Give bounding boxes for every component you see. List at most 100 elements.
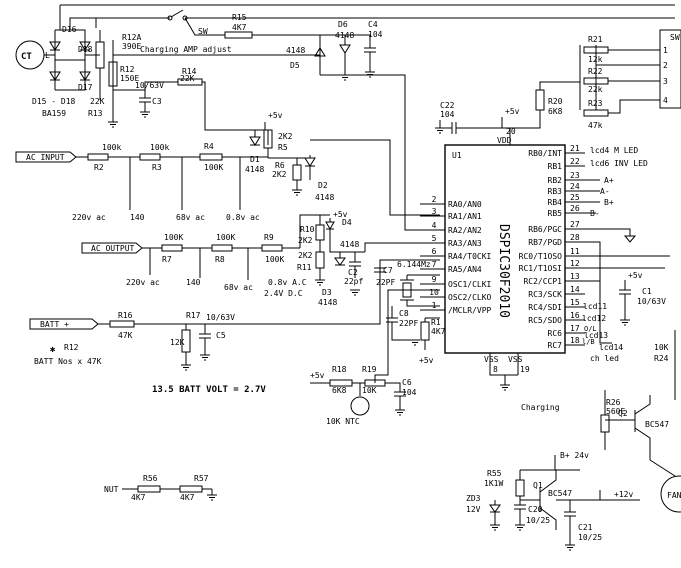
c22-label: C22	[440, 101, 455, 110]
ic-pin-name: RB2	[548, 176, 563, 185]
ic-pin-name: RA0/AN0	[448, 200, 482, 209]
r22-resistor	[583, 77, 609, 85]
ba159-label: BA159	[42, 109, 66, 118]
d1-label: D1	[250, 155, 260, 164]
ic-pin-number: 1	[432, 301, 437, 310]
lcd12-label: lcd12	[582, 314, 606, 323]
a-plus-label: A+	[604, 176, 614, 185]
r15-value: 4K7	[232, 23, 247, 32]
c1-label: C1	[642, 287, 652, 296]
c21-capacitor	[564, 500, 576, 545]
b-minus-label: B-	[590, 209, 600, 218]
v24-dc: 2.4V D.C	[264, 289, 303, 298]
r1-label: R1	[431, 318, 441, 327]
r55-resistor	[515, 470, 525, 500]
r4-label: R4	[204, 142, 214, 151]
v220-a: 220v ac	[72, 213, 106, 222]
r21-resistor	[583, 46, 609, 54]
c20-capacitor	[514, 500, 526, 525]
vss2-label: VSS	[508, 355, 523, 364]
r20-resistor	[510, 81, 580, 129]
c7-label: C7	[383, 266, 393, 275]
r10-label: R10	[300, 225, 315, 234]
d2-label: D2	[318, 181, 328, 190]
c20-label: C20	[528, 505, 543, 514]
r11-value: 2K2	[298, 251, 313, 260]
v08-b: 0.8v A.C	[268, 278, 307, 287]
d6-label: D6	[338, 20, 348, 29]
r6-value: 2K2	[272, 170, 287, 179]
batt-plus-label: BATT +	[40, 320, 69, 329]
ic-pin-number: 12	[570, 259, 580, 268]
r21-value: 12k	[588, 55, 603, 64]
c2-label: C2	[348, 268, 358, 277]
c21-label: C21	[578, 523, 593, 532]
r57-value: 4K7	[180, 493, 195, 502]
r9-value: 100K	[265, 255, 284, 264]
c7-value: 22PF	[376, 278, 395, 287]
batt-wire	[98, 259, 440, 328]
a-minus-label: A-	[600, 187, 610, 196]
r24-label: R24	[654, 354, 669, 363]
r17-value: 12K	[170, 338, 185, 347]
r26-value: 560E	[606, 407, 625, 416]
top-rail-wire	[69, 17, 675, 30]
ic-pin-number: 15	[570, 298, 580, 307]
r9-label: R9	[264, 233, 274, 242]
c4-label: C4	[368, 20, 378, 29]
r5-label: R5	[278, 143, 288, 152]
plus5v-d: +5v	[419, 356, 434, 365]
zd3-label: ZD3	[466, 494, 481, 503]
d1-value: 4148	[245, 165, 264, 174]
rotary-switch	[659, 29, 681, 109]
lcd11-label: lcd11	[583, 302, 607, 311]
ic-pin-name: OSC2/CLKO	[448, 293, 492, 302]
r7-value: 100K	[164, 233, 183, 242]
ic-pin-name: RC3/SCK	[528, 290, 562, 299]
ic-pin-name: RC6	[548, 329, 563, 338]
ac-input-label: AC INPUT	[26, 153, 65, 162]
switch-pin-number: 1	[663, 46, 668, 55]
r16-label: R16	[118, 311, 133, 320]
r5-value: 2K2	[278, 132, 293, 141]
ic-pin-name: RB5	[548, 209, 563, 218]
ic-pin-name: RA2/AN2	[448, 226, 482, 235]
bc547-b-label: BC547	[548, 489, 572, 498]
vss2-pin: 19	[520, 365, 530, 374]
ic-pin-number: 6	[432, 247, 437, 256]
ic-pin-number: 4	[432, 221, 437, 230]
r20-label: R20	[548, 97, 563, 106]
ic-pin-name: RB4	[548, 198, 563, 207]
c21-value: 10/25	[578, 533, 602, 542]
ac-input-flag: AC INPUT	[15, 151, 77, 163]
vdd-pin: 20	[506, 127, 516, 136]
r1-resistor	[420, 318, 430, 350]
c3-capacitor	[113, 89, 151, 112]
ic-pin-number: 2	[432, 195, 437, 204]
ic-pin-number: 24	[570, 182, 580, 191]
ct-label: CT	[21, 52, 32, 62]
r10-value: 2K2	[298, 236, 313, 245]
ic-pin-number: 7	[432, 260, 437, 269]
b24-label: B+ 24v	[560, 451, 589, 460]
ic-pin-number: 25	[570, 193, 580, 202]
d1-diode	[249, 130, 261, 146]
v68-a: 68v ac	[176, 213, 205, 222]
c6-value: 104	[402, 388, 417, 397]
c1-capacitor	[619, 280, 631, 320]
r55-value: 1K1W	[484, 479, 503, 488]
r12-batt-label: R12	[64, 343, 79, 352]
dspic-chip-body	[444, 144, 566, 354]
r19-value: 10K	[362, 386, 377, 395]
c8-label: C8	[399, 309, 409, 318]
d5-label: D5	[290, 61, 300, 70]
c8-value: 22PF	[399, 319, 418, 328]
ic-pin-name: /MCLR/VPP	[448, 306, 492, 315]
d6-value: 4148	[335, 31, 354, 40]
u1-label: U1	[452, 151, 462, 160]
ic-pin-name: RC0/T1OSO	[519, 252, 563, 261]
plus5v-f: +5v	[628, 271, 643, 280]
zd3-value: 12V	[466, 505, 481, 514]
r8-label: R8	[215, 255, 225, 264]
